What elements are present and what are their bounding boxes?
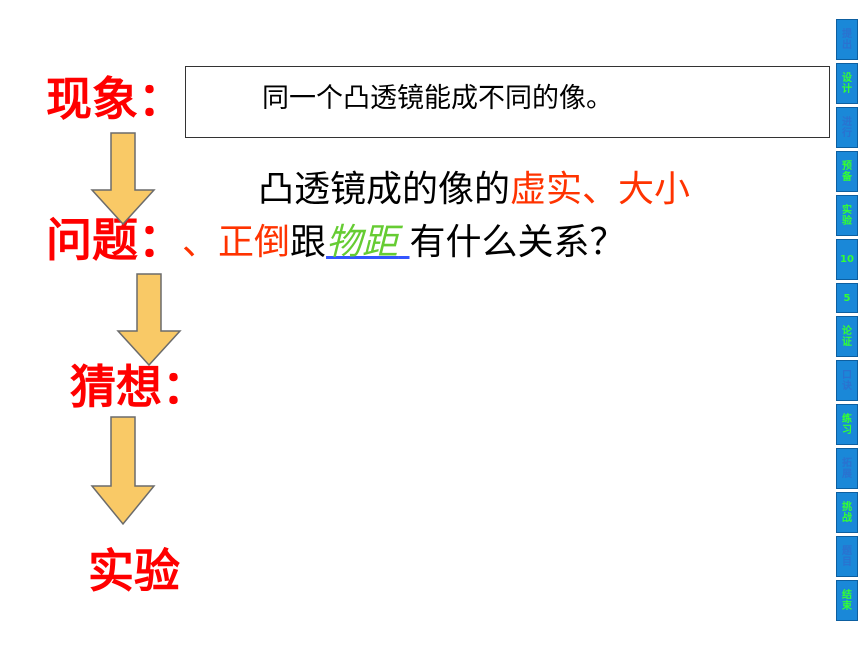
question-text-part: 有什么关系？: [409, 222, 626, 263]
hypothesis-label: 猜想：: [70, 360, 208, 414]
experiment-label: 实验: [88, 544, 180, 598]
question-text-part: 凸透镜成的像的: [258, 169, 511, 210]
phenomenon-box: [185, 66, 830, 138]
sidebar-button[interactable]: 5: [836, 283, 858, 313]
sidebar-button[interactable]: 论证: [836, 316, 858, 357]
sidebar-button[interactable]: 提出: [836, 19, 858, 60]
down-arrow-icon: [116, 273, 182, 367]
question-label: 问题：: [46, 213, 184, 267]
sidebar-button[interactable]: 挑战: [836, 492, 858, 533]
down-arrow-icon: [90, 132, 156, 226]
sidebar-button[interactable]: 进行: [836, 107, 858, 148]
question-highlight-orientation: 、正倒: [182, 222, 291, 263]
sidebar-button[interactable]: 口诀: [836, 360, 858, 401]
sidebar-button[interactable]: 预备: [836, 151, 858, 192]
phenomenon-text: 同一个凸透镜能成不同的像。: [262, 83, 613, 114]
down-arrow-icon: [90, 416, 156, 526]
sidebar-button[interactable]: 练习: [836, 404, 858, 445]
sidebar-button[interactable]: 题目: [836, 536, 858, 577]
object-distance-link[interactable]: 物距: [326, 222, 399, 263]
sidebar-button[interactable]: 设计: [836, 63, 858, 104]
question-text-part: 跟: [290, 222, 327, 263]
question-line-1: 凸透镜成的像的虚实、大小: [258, 172, 690, 208]
question-line-2: 、正倒跟物距 有什么关系？: [182, 225, 626, 261]
sidebar-button[interactable]: 实验: [836, 195, 858, 236]
sidebar-button[interactable]: 拓展: [836, 448, 858, 489]
sidebar-button[interactable]: 结束: [836, 580, 858, 621]
phenomenon-label: 现象：: [46, 72, 184, 126]
question-highlight-virtual-size: 虚实、大小: [510, 169, 691, 210]
sidebar-button[interactable]: 10: [836, 239, 858, 280]
